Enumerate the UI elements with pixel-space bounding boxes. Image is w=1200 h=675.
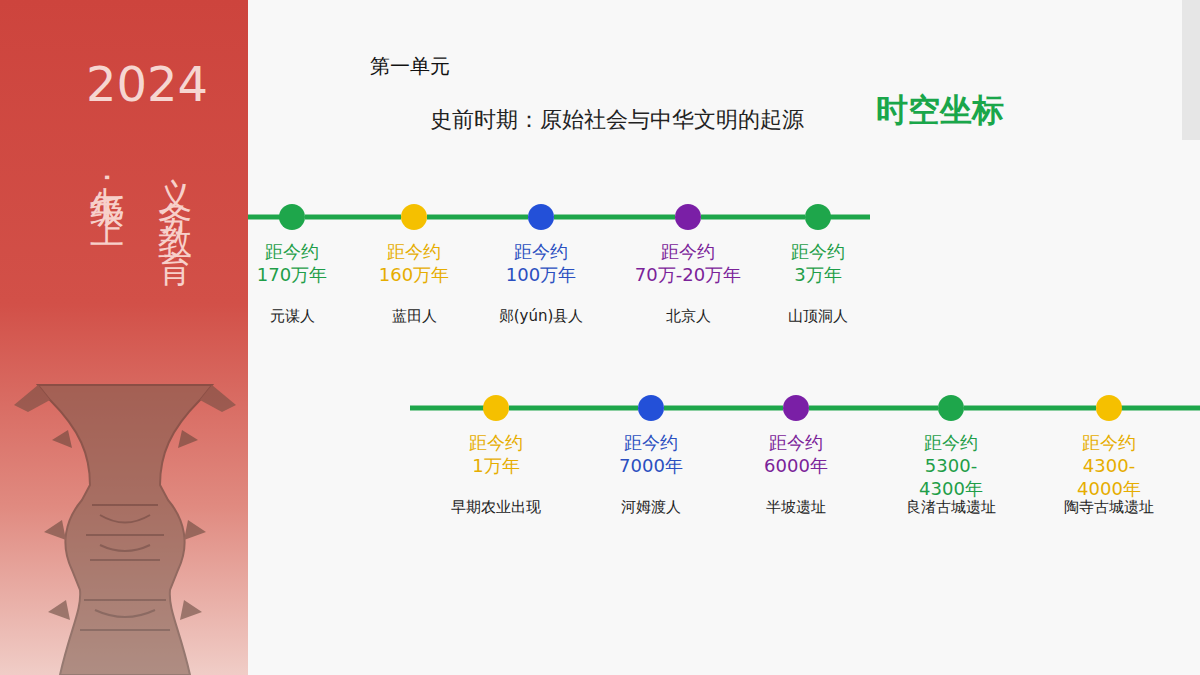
date-text: 距今约 160万年 [379,240,449,286]
vessel-pattern [80,505,170,630]
timeline-stub [248,215,281,220]
section-heading: 时空坐标 [876,94,1004,126]
event-name: 河姆渡人 [621,498,681,517]
event-name: 北京人 [666,307,711,326]
vessel-flange [44,430,206,620]
unit-title: 史前时期：原始社会与中华文明的起源 [430,105,804,135]
timeline-segment [509,406,638,411]
date-text: 距今约 70万-20万年 [635,240,741,286]
timeline-stub [1120,406,1200,411]
timeline-dot: 距今约 1万年早期农业出现 [483,395,509,421]
dot-circle [675,204,701,230]
timeline-dot: 距今约 6000年半坡遗址 [783,395,809,421]
dot-shape [279,204,305,230]
timeline-segment [305,215,401,220]
timeline-segment [964,406,1096,411]
timeline-dot: 距今约 7000年河姆渡人 [638,395,664,421]
dot-circle [1096,395,1122,421]
dot-shape [783,395,809,421]
bronze-vessel [14,385,236,675]
timeline-dot: 距今约 4300-4000年陶寺古城遗址 [1096,395,1122,421]
event-name: 早期农业出现 [451,498,541,517]
timeline-stub [829,215,870,220]
timeline-stub [410,406,485,411]
timeline-dot: 距今约 70万-20万年北京人 [675,204,701,230]
date-text: 距今约 7000年 [619,431,683,477]
timeline-dot: 距今约 3万年山顶洞人 [805,204,831,230]
vessel-handle [200,385,236,412]
dot-circle [805,204,831,230]
date-text: 距今约 1万年 [469,431,523,477]
dot-shape [483,395,509,421]
dot-circle [401,204,427,230]
timeline-segment [664,406,783,411]
dot-circle [783,395,809,421]
event-name: 蓝田人 [392,307,437,326]
event-name: 元谋人 [270,307,315,326]
dot-shape [805,204,831,230]
vessel-handle [14,385,50,412]
date-text: 距今约 4300-4000年 [1077,431,1141,500]
date-text: 距今约 6000年 [764,431,828,477]
event-name: 陶寺古城遗址 [1064,498,1154,517]
date-text: 距今约 5300-4300年 [919,431,983,500]
event-name: 半坡遗址 [766,498,826,517]
timeline-dot: 距今约 170万年元谋人 [279,204,305,230]
timeline-segment [809,406,938,411]
grade-label: 七年级·上 [90,160,124,191]
dot-shape [675,204,701,230]
date-text: 距今约 100万年 [506,240,576,286]
dot-shape [528,204,554,230]
timeline-dot: 距今约 100万年郧(yún)县人 [528,204,554,230]
vessel-body [38,385,212,675]
dot-shape [638,395,664,421]
dot-circle [938,395,964,421]
event-name: 郧(yún)县人 [499,307,584,326]
event-name: 良渚古城遗址 [906,498,996,517]
dot-circle [279,204,305,230]
date-text: 距今约 170万年 [257,240,327,286]
date-text: 距今约 3万年 [791,240,845,286]
dot-circle [528,204,554,230]
education-label: 义务教育 [158,150,192,246]
dot-shape [401,204,427,230]
dot-shape [1096,395,1122,421]
dot-circle [638,395,664,421]
dot-circle [483,395,509,421]
timeline-dot: 距今约 5300-4300年良渚古城遗址 [938,395,964,421]
timeline-segment [701,215,805,220]
year-label: 2024 [86,60,208,108]
unit-label: 第一单元 [370,56,450,76]
dot-shape [938,395,964,421]
timeline-segment [554,215,675,220]
timeline-dot: 距今约 160万年蓝田人 [401,204,427,230]
corner-band [1182,0,1200,140]
timeline-segment [427,215,528,220]
event-name: 山顶洞人 [788,307,848,326]
